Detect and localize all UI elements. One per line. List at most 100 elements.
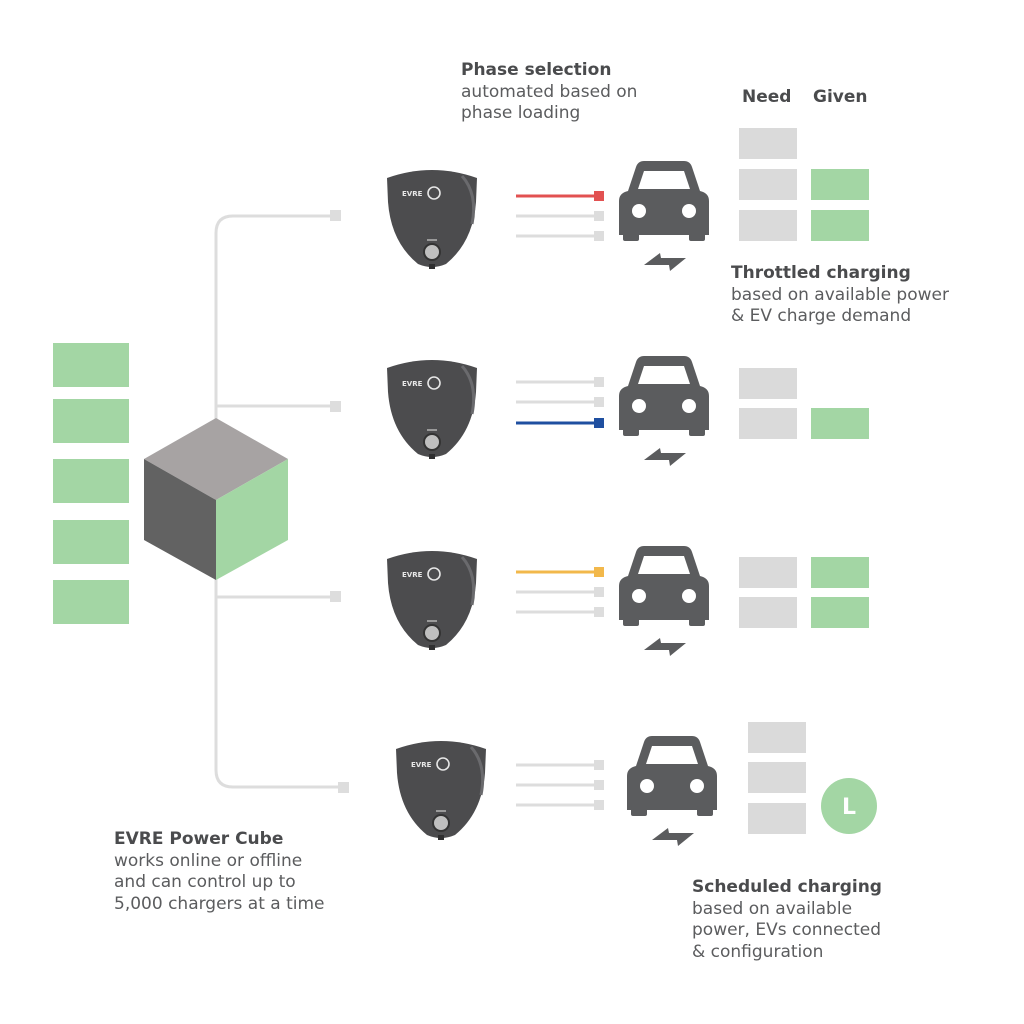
charger-highlight [469,746,485,796]
charger-body [387,360,477,457]
phase-end-cap [594,191,604,201]
car-windshield [638,171,690,189]
charger-cable-stub [429,264,435,269]
charger-status-ring [427,186,441,200]
charger-unit: EVRE [387,551,477,650]
connector-end-caps [330,210,349,793]
car-headlight [632,204,646,218]
charger-socket [423,624,441,642]
throttled-charging-caption: Throttled charging based on available po… [731,263,949,328]
need-block [739,408,797,439]
given-block [811,557,869,588]
phase-selection-line-2: phase loading [461,103,581,123]
power-cube-line-2: and can control up to [114,872,296,892]
power-cube-title: EVRE Power Cube [114,829,284,849]
car-headlight [682,204,696,218]
car-wheel [631,806,647,816]
need-block [739,210,797,241]
car-headlight [682,399,696,413]
car-windshield [638,366,690,384]
phase-end-cap [594,418,604,428]
connector-cap-2 [330,401,341,412]
charger-row: EVRE L [396,722,877,846]
given-block [811,210,869,241]
ev-car-icon [627,736,717,816]
charging-bolt-icon [652,828,694,846]
scheduled-charging-caption: Scheduled charging based on available po… [692,877,882,963]
phase-selection-title: Phase selection [461,60,612,80]
car-wheel [623,426,639,436]
car-wheel [689,616,705,626]
schedule-clock-letter: L [842,795,856,820]
power-cube-caption: EVRE Power Cube works online or offline … [114,829,325,915]
phase-end-cap [594,567,604,577]
phase-end-cap [594,211,604,221]
phase-end-cap [594,377,604,387]
charger-unit: EVRE [387,170,477,269]
charger-cable-stub [429,645,435,650]
charger-status-ring [436,757,450,771]
charger-socket [432,814,450,832]
car-wheel [689,426,705,436]
car-wheel [623,231,639,241]
phase-end-cap [594,760,604,770]
power-cube-line-3: 5,000 chargers at a time [114,893,325,914]
need-block [739,597,797,628]
charger-row: EVRE [387,356,869,466]
charger-highlight [460,365,476,415]
need-block [739,557,797,588]
charger-highlight [460,175,476,225]
phase-selection-line-1: automated based on [461,81,638,102]
car-headlight [632,589,646,603]
car-wheel [689,231,705,241]
charger-cable-stub [429,454,435,459]
charger-brand-label: EVRE [411,761,432,769]
charger-indicator [427,429,437,431]
charger-indicator [436,810,446,812]
connector-cap-4 [338,782,349,793]
power-supply-stack [53,343,129,624]
phase-end-cap [594,800,604,810]
ev-car-icon [619,161,709,241]
need-block [748,803,806,834]
supply-block [53,343,129,387]
scheduled-charging-title: Scheduled charging [692,877,882,897]
car-windshield [646,746,698,764]
power-cube-line-1: works online or offline [114,850,303,871]
supply-block [53,520,129,564]
charger-cable-stub [438,835,444,840]
charger-unit: EVRE [396,741,486,840]
car-headlight [690,779,704,793]
charger-body [396,741,486,838]
given-block [811,408,869,439]
charger-body [387,170,477,267]
charger-body [387,551,477,648]
power-cube-icon [144,418,288,580]
charger-rows: EVRE EVRE EVRE EVRE L [387,128,877,846]
charger-indicator [427,239,437,241]
connector-cap-1 [330,210,341,221]
car-headlight [632,399,646,413]
charger-brand-label: EVRE [402,380,423,388]
ev-car-icon [619,356,709,436]
phase-end-cap [594,231,604,241]
charging-bolt-icon [644,448,686,466]
scheduled-charging-line-2: power, EVs connected [692,920,882,940]
car-headlight [682,589,696,603]
car-wheel [623,616,639,626]
phase-end-cap [594,587,604,597]
charger-highlight [460,556,476,606]
charger-row: EVRE [387,546,869,656]
cube-left-face [144,459,216,580]
need-block [748,762,806,793]
charger-unit: EVRE [387,360,477,459]
scheduled-charging-line-3: & configuration [692,941,824,962]
need-block [748,722,806,753]
charging-bolt-icon [644,638,686,656]
charger-status-ring [427,376,441,390]
charger-socket [423,433,441,451]
charger-socket [423,243,441,261]
charger-brand-label: EVRE [402,190,423,198]
charging-bolt-icon [644,253,686,271]
